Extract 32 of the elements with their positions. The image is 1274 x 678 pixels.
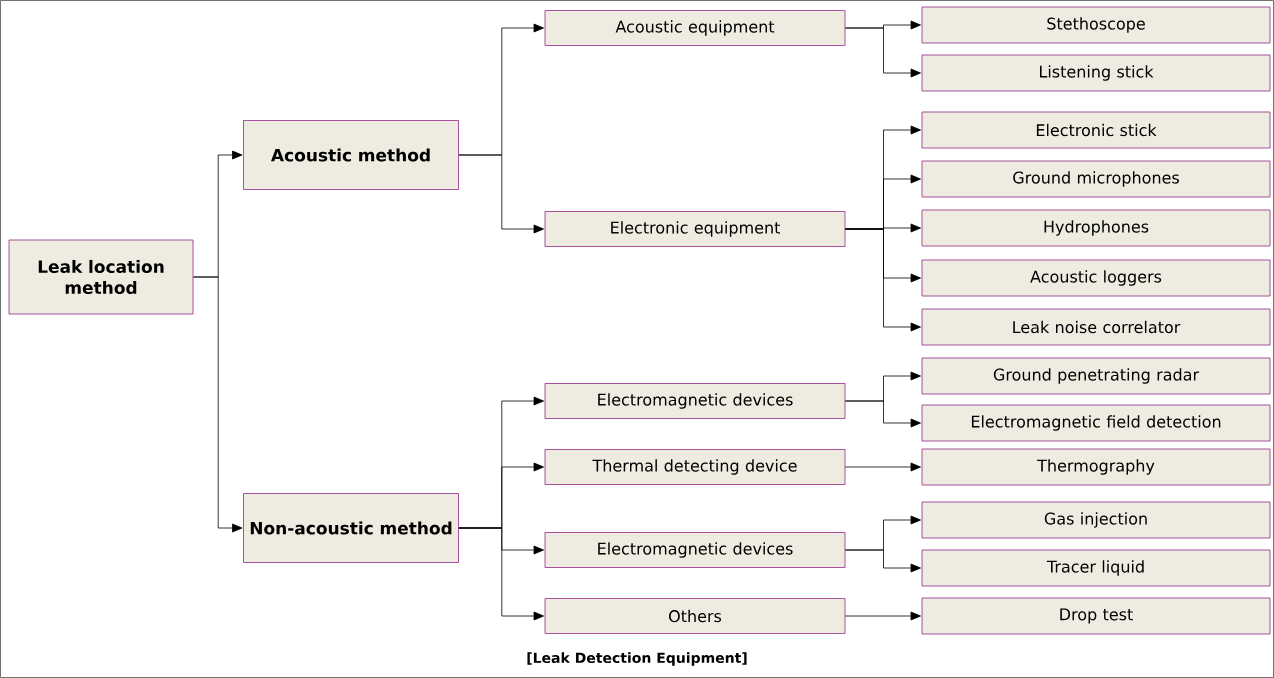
arrow	[458, 154, 544, 234]
arrow	[193, 276, 243, 533]
category-box: Electronic equipment	[544, 211, 846, 247]
equipment-box: Ground microphones	[921, 160, 1271, 198]
arrow	[845, 400, 921, 428]
arrow	[845, 462, 921, 472]
arrow	[845, 228, 921, 332]
caption: [Leak Detection Equipment]	[527, 652, 747, 666]
category-box: Electromagnetic devices	[544, 532, 846, 568]
equipment-box: Thermography	[921, 448, 1271, 486]
equipment-box: Stethoscope	[921, 6, 1271, 44]
equipment-box: Drop test	[921, 597, 1271, 635]
category-box: Others	[544, 598, 846, 634]
equipment-box: Hydrophones	[921, 209, 1271, 247]
category-box: Acoustic equipment	[544, 10, 846, 46]
arrow	[845, 27, 921, 78]
category-box: Electromagnetic devices	[544, 383, 846, 419]
method-box: Non-acoustic method	[243, 493, 459, 563]
arrow	[845, 611, 921, 621]
root-box: Leak location method	[8, 239, 194, 315]
equipment-box: Listening stick	[921, 54, 1271, 92]
method-box: Acoustic method	[243, 120, 459, 190]
equipment-box: Leak noise correlator	[921, 308, 1271, 346]
equipment-box: Tracer liquid	[921, 549, 1271, 587]
equipment-box: Electronic stick	[921, 111, 1271, 149]
equipment-box: Gas injection	[921, 501, 1271, 539]
equipment-box: Ground penetrating radar	[921, 357, 1271, 395]
arrow	[845, 549, 921, 573]
equipment-box: Acoustic loggers	[921, 259, 1271, 297]
category-box: Thermal detecting device	[544, 449, 846, 485]
arrow	[458, 527, 544, 621]
equipment-box: Electromagnetic field detection	[921, 404, 1271, 442]
